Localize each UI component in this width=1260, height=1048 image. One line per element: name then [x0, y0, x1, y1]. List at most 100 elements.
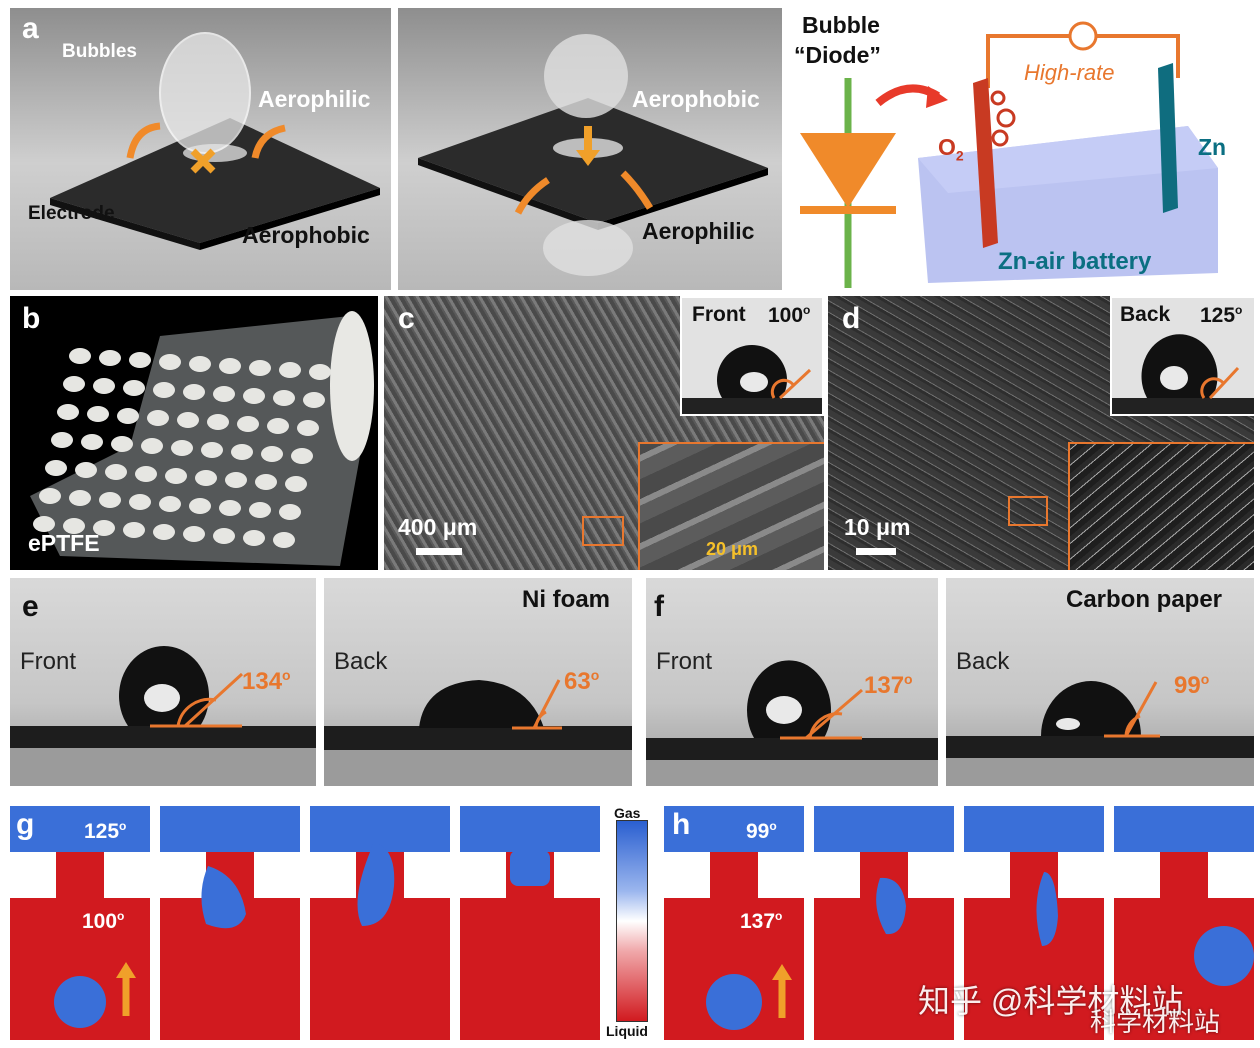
sheet-dot — [279, 362, 301, 378]
sheet-dot — [201, 442, 223, 458]
sheet-dot — [141, 438, 163, 454]
panel-letter-a: a — [22, 12, 39, 45]
label-bubble: Bubble — [802, 12, 880, 38]
panel-letter-e: e — [22, 590, 39, 623]
label-f-back: Back — [956, 648, 1010, 675]
label-aerophilic-bottom: Aerophilic — [642, 218, 755, 244]
sheet-dot — [219, 500, 241, 516]
panel-g: g 125o 100o — [10, 806, 600, 1040]
panel-letter-c: c — [398, 302, 415, 335]
label-diode: “Diode” — [794, 42, 881, 68]
sheet-dot — [183, 384, 205, 400]
sheet-dot — [57, 404, 79, 420]
zoom-box-d — [1008, 496, 1048, 526]
sheet-dot — [75, 462, 97, 478]
panel-d: d Back 125o 10 μm — [828, 296, 1254, 570]
zn-air-battery-diagram — [800, 21, 1218, 288]
sheet-dot — [249, 360, 271, 376]
sheet-dot — [237, 416, 259, 432]
sheet-dot — [297, 420, 319, 436]
sheet-dot — [147, 410, 169, 426]
sheet-dot — [69, 490, 91, 506]
watermark-line1: 知乎 @科学材料站 — [918, 983, 1184, 1019]
sheet-dot — [93, 520, 115, 536]
watermark-line2: 科学材料站 — [1090, 1007, 1221, 1037]
label-h-top-angle: 99o — [746, 819, 777, 843]
sheet-dot — [129, 494, 151, 510]
sheet-dot — [81, 434, 103, 450]
sheet-dot — [303, 392, 325, 408]
panel-letter-h: h — [672, 808, 691, 841]
colorbar — [616, 820, 648, 1022]
sheet-dot — [243, 388, 265, 404]
label-c-scale: 400 μm — [398, 514, 478, 540]
label-ni-foam: Ni foam — [522, 586, 611, 613]
scale-bar-c — [416, 548, 462, 555]
sheet-dot — [93, 378, 115, 394]
label-zn: Zn — [1198, 134, 1227, 160]
label-bubbles: Bubbles — [62, 41, 137, 62]
sheet-dot — [129, 352, 151, 368]
sheet-dot — [183, 526, 205, 542]
sem-zoom-inset-d — [1068, 442, 1254, 570]
sheet-dot — [273, 390, 295, 406]
label-o2: O2 — [938, 134, 964, 164]
sheet-dot — [195, 470, 217, 486]
aerophobic-electrode-illustration — [418, 34, 768, 276]
sheet-dot — [153, 382, 175, 398]
sheet-dot — [249, 502, 271, 518]
panel-e-front: e Front 134o — [10, 578, 316, 786]
sheet-dot — [267, 418, 289, 434]
label-e-back-angle: 63o — [564, 667, 600, 695]
panel-letter-g: g — [16, 808, 35, 841]
colorbar-gas-label: Gas — [614, 805, 641, 821]
sheet-dot — [213, 528, 235, 544]
label-c-angle: 100o — [768, 303, 811, 327]
label-e-back: Back — [334, 648, 388, 675]
label-g-bottom-angle: 100o — [82, 909, 125, 933]
sheet-dot — [99, 350, 121, 366]
label-f-back-angle: 99o — [1174, 671, 1210, 699]
contact-angle-inset-front: Front 100o — [680, 296, 824, 416]
sheet-dot — [291, 448, 313, 464]
sheet-dot — [117, 408, 139, 424]
label-e-front-angle: 134o — [242, 667, 291, 695]
sheet-dot — [189, 356, 211, 372]
label-zn-air-battery: Zn-air battery — [998, 248, 1152, 275]
sheet-dot — [279, 504, 301, 520]
panel-e-back: Ni foam Back 63o — [324, 578, 632, 786]
label-high-rate: High-rate — [1024, 60, 1115, 85]
eptfe-roll-photo — [30, 311, 374, 566]
sheet-dot — [231, 444, 253, 460]
label-c-inset-scale: 20 μm — [706, 539, 759, 559]
sheet-dot — [51, 432, 73, 448]
panel-letter-f: f — [654, 590, 664, 623]
sheet-dot — [159, 354, 181, 370]
label-f-front-angle: 137o — [864, 671, 913, 699]
sheet-dot — [33, 516, 55, 532]
panel-a-left: a Bubbles Aerophilic Electrode Aerophobi… — [10, 8, 391, 290]
label-e-front: Front — [20, 648, 77, 675]
sheet-dot — [123, 522, 145, 538]
sheet-dot — [135, 466, 157, 482]
bubble-simulation-g — [10, 806, 600, 1040]
sheet-dot — [111, 436, 133, 452]
scale-bar-d — [856, 548, 896, 555]
panel-c: c Front 100o 20 μm 400 μm — [384, 296, 824, 570]
sheet-dot — [219, 358, 241, 374]
sheet-dot — [273, 532, 295, 548]
label-carbon-paper: Carbon paper — [1066, 586, 1223, 613]
sheet-dot — [69, 348, 91, 364]
label-d-scale: 10 μm — [844, 514, 911, 540]
zoom-box-c — [582, 516, 624, 546]
sheet-dot — [63, 518, 85, 534]
sheet-dot — [243, 530, 265, 546]
panel-a-right: Bubble “Diode” High-rate O2 Zn Zn-air ba… — [788, 8, 1254, 290]
bubble-simulation-h — [664, 806, 1254, 1040]
label-aerophobic-top: Aerophobic — [632, 86, 760, 112]
sheet-dot — [63, 376, 85, 392]
label-d-back: Back — [1120, 303, 1171, 326]
sheet-dot — [39, 488, 61, 504]
sheet-dot — [123, 380, 145, 396]
label-aerophobic: Aerophobic — [242, 222, 370, 248]
